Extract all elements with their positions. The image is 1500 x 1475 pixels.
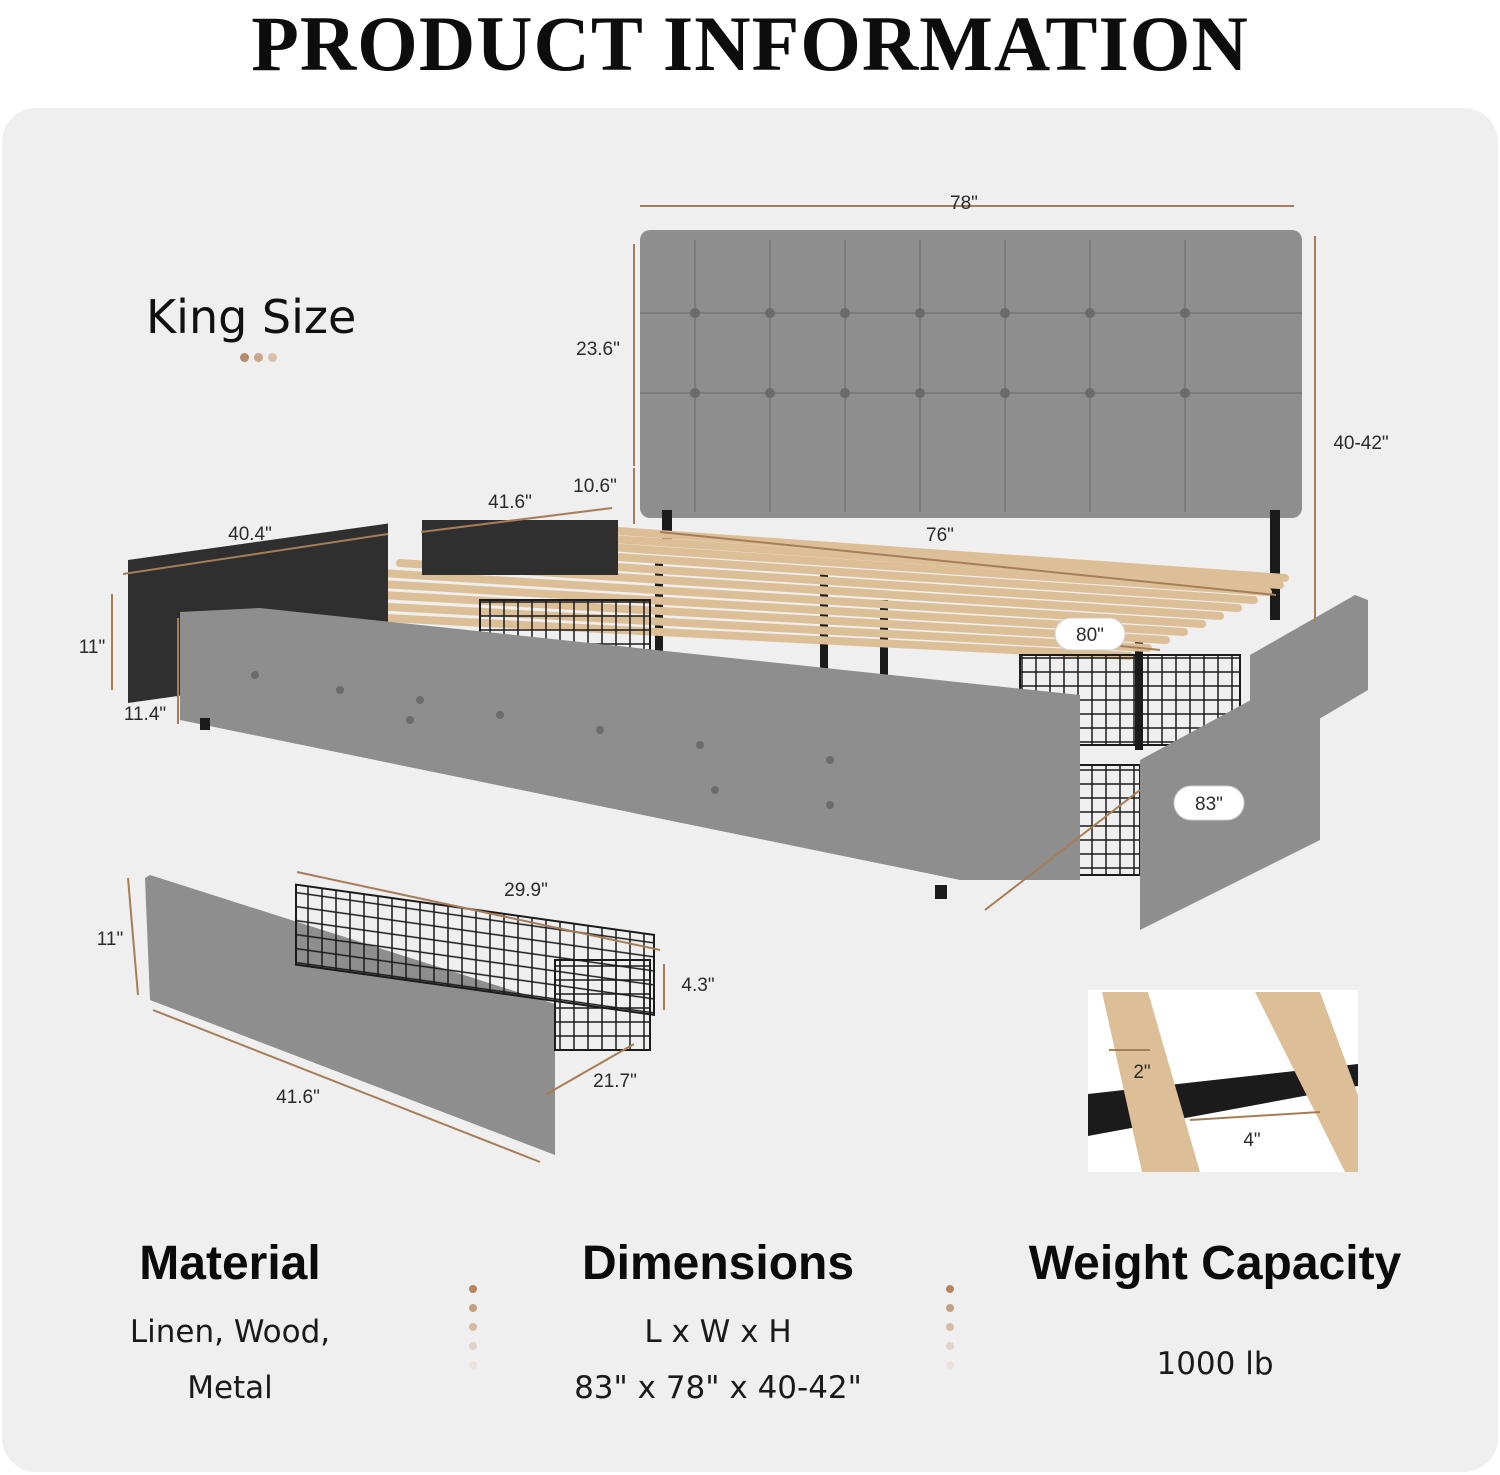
dimensions-line2: 83" x 78" x 40-42" — [574, 1370, 862, 1406]
dim-drawer-panel-length: 41.6" — [276, 1087, 320, 1108]
decorative-dots — [240, 353, 277, 363]
dimensions-heading: Dimensions — [581, 1237, 855, 1290]
dim-slat-gap: 4" — [1243, 1130, 1260, 1151]
dim-total-length: 83" — [1195, 794, 1223, 815]
drawer-detail — [145, 875, 655, 1155]
slat-detail — [1088, 990, 1358, 1172]
divider-dots-1 — [469, 1285, 477, 1369]
dim-headboard-height: 23.6" — [576, 339, 620, 360]
dim-side-rail-1: 40.4" — [228, 524, 272, 545]
dim-drawer-basket-height: 4.3" — [681, 975, 714, 996]
dim-inner-length-badge: 80" — [1054, 617, 1126, 651]
material-heading: Material — [139, 1237, 321, 1290]
dim-drawer-width: 21.7" — [593, 1071, 637, 1092]
dim-headboard-width: 78" — [950, 193, 978, 214]
dim-total-height: 40-42" — [1333, 433, 1388, 454]
material-line1: Linen, Wood, — [129, 1314, 331, 1350]
drawer-panel-left-2 — [422, 520, 618, 575]
dim-drawer-panel-height: 11" — [97, 929, 123, 950]
dim-side-height: 11" — [79, 637, 105, 658]
headboard — [640, 230, 1302, 620]
dim-drawer-depth: 29.9" — [504, 880, 548, 901]
drawer-panel-right-back — [1250, 595, 1368, 760]
material-line2: Metal — [187, 1370, 273, 1406]
size-label: King Size — [146, 290, 357, 344]
page-title: PRODUCT INFORMATION — [251, 0, 1249, 87]
dim-inner-length: 80" — [1076, 625, 1104, 646]
weight-value: 1000 lb — [1156, 1346, 1274, 1382]
dim-slat-width: 2" — [1133, 1062, 1150, 1083]
weight-heading: Weight Capacity — [1028, 1237, 1402, 1290]
dim-leg-height: 11.4" — [124, 704, 166, 725]
divider-dots-2 — [946, 1285, 954, 1369]
dim-total-length-badge: 83" — [1173, 785, 1245, 821]
side-rail — [180, 608, 1080, 880]
dim-side-rail-2: 41.6" — [488, 492, 532, 513]
dim-clearance: 10.6" — [573, 476, 617, 497]
dim-frame-width: 76" — [926, 525, 954, 546]
dimensions-line1: L x W x H — [644, 1314, 792, 1350]
